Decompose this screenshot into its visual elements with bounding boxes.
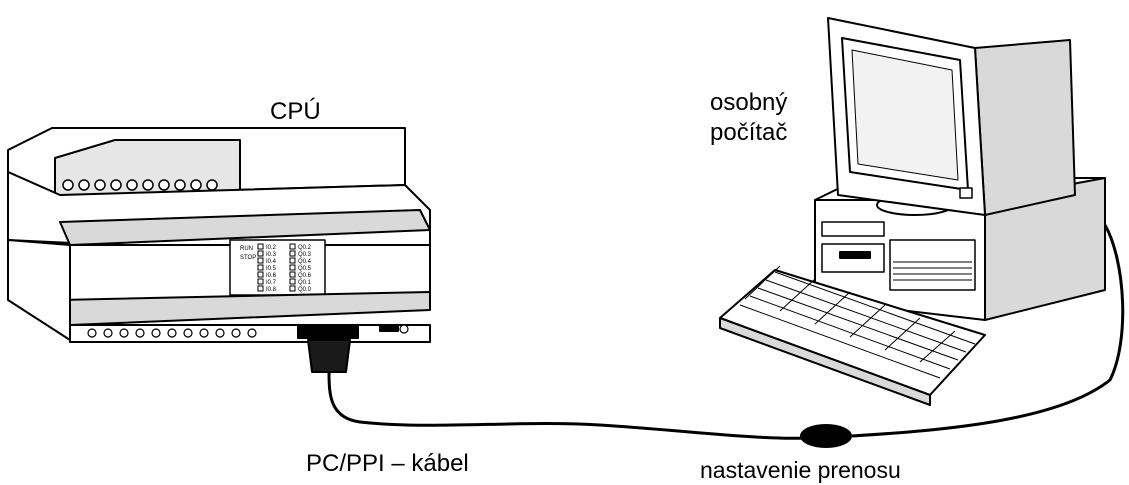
led-label-output: Q0.4 (298, 259, 312, 265)
led-labels: RUN STOP I0.2 I0.3 I0.4 I0.5 I0.6 I0.7 I… (240, 245, 312, 293)
led-indicators (257, 243, 296, 292)
led-label-input: I0.8 (266, 287, 277, 293)
plc-bottom-screws (87, 324, 409, 338)
monitor-power-button (959, 187, 973, 199)
computer-label-line1: osobný (710, 89, 788, 116)
led-label-output: Q0.6 (298, 273, 312, 279)
led-label-input: I0.3 (266, 252, 277, 258)
cable-to-computer (851, 224, 1125, 438)
led-label-run: RUN (240, 246, 253, 252)
monitor-screen-inner (851, 49, 959, 181)
plc-top-screws (62, 179, 218, 191)
monitor-back (974, 39, 1076, 216)
led-label-input: I0.4 (266, 259, 277, 265)
led-label-input: I0.5 (266, 266, 277, 272)
led-label-output: Q0.2 (298, 245, 312, 251)
pc-ppi-cable (327, 371, 806, 440)
led-label-stop: STOP (240, 255, 256, 261)
plc-cpu-unit (7, 127, 431, 373)
cpu-label: CPÚ (270, 98, 321, 125)
led-label-input: I0.6 (266, 273, 277, 279)
led-label-input: I0.2 (266, 245, 277, 251)
keyboard-front-edge (719, 317, 931, 406)
computer-label: osobný počítač (710, 88, 787, 148)
drive-bay (889, 239, 976, 291)
plc-upper-shelf (59, 209, 431, 246)
personal-computer (719, 17, 1106, 406)
cable-plug (307, 339, 351, 373)
port-connector (297, 325, 359, 339)
transfer-adapter (800, 424, 852, 448)
adapter-label: nastavenie prenosu (700, 457, 901, 483)
led-label-output: Q0.1 (298, 280, 312, 286)
led-label-output: Q0.5 (298, 266, 312, 272)
led-label-input: I0.7 (266, 280, 277, 286)
cable-label: PC/PPI – kábel (306, 450, 469, 477)
floppy-drive (821, 221, 885, 237)
plc-bottom-front (7, 239, 71, 341)
computer-label-line2: počítač (710, 119, 788, 146)
led-label-output: Q0.3 (298, 252, 312, 258)
keyboard-keys (739, 265, 976, 379)
led-label-output: Q0.0 (298, 287, 312, 293)
